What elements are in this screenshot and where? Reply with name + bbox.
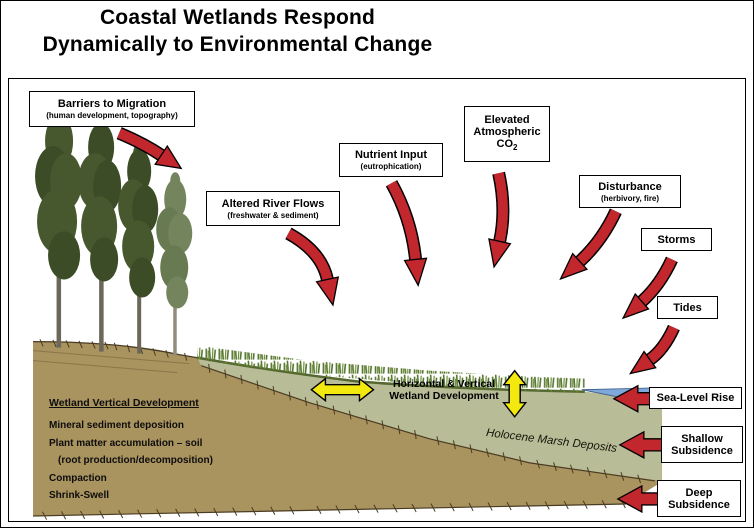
label-nutrient-input: Nutrient Input (eutrophication) [339,143,443,177]
title-line-1: Coastal Wetlands Respond [99,6,376,29]
soil-bottom-ticks [42,499,626,520]
tree-3 [118,143,159,354]
red-arrow-altered-river-flows [285,227,340,307]
red-arrow-nutrient-input [385,180,428,288]
tree-4 [156,172,193,356]
label-nutrient-subtitle: (eutrophication) [360,162,422,171]
surface-ticks [39,339,188,361]
red-arrow-barriers [116,127,183,170]
label-disturbance: Disturbance (herbivory, fire) [579,175,681,208]
wvd-item: Shrink-Swell [49,490,110,501]
hv-line2: Wetland Development [389,390,499,402]
red-arrow-storms [621,256,678,320]
label-altered-title: Altered River Flows [221,197,325,210]
label-shallow-line2: Subsidence [671,444,733,457]
tree-2 [78,116,122,352]
hv-line1: Horizontal & Vertical [392,378,496,390]
label-storms: Storms [641,228,712,251]
wvd-item: (root production/decomposition) [58,455,213,466]
title-line-2: Dynamically to Environmental Change [42,33,433,56]
label-barriers-subtitle: (human development, topography) [46,111,178,120]
label-shallow-subsidence: Shallow Subsidence [661,426,743,463]
yellow-arrow-vertical [502,369,528,418]
label-deep-line1: Deep [685,486,713,499]
wvd-item: Plant matter accumulation – soil [49,437,203,449]
wvd-item: Mineral sediment deposition [49,420,185,431]
red-arrow-disturbance [559,208,622,281]
label-elevated-co2: Elevated Atmospheric CO2 [464,106,550,162]
label-sea-level-rise: Sea-Level Rise [649,387,742,409]
yellow-arrow-horizontal [310,377,375,403]
label-tides: Tides [657,296,718,319]
label-deep-subsidence: Deep Subsidence [657,480,741,517]
label-disturbance-title: Disturbance [598,180,662,193]
wetland-diagram: Barriers to Migration (human development… [8,78,746,522]
annotation-wetland-vertical-development: Wetland Vertical Development Mineral sed… [49,397,261,505]
red-arrow-deep-subsidence [616,484,661,514]
wvd-heading: Wetland Vertical Development [49,397,199,409]
label-barriers-title: Barriers to Migration [57,98,167,110]
label-co2-line1: Elevated [484,113,530,126]
annotation-horizontal-vertical-development: Horizontal & Vertical Wetland Developmen… [375,378,513,402]
label-co2-line3: CO2 [496,137,518,153]
label-tides-title: Tides [673,301,702,314]
red-arrow-tides [628,324,680,375]
label-sea-level-title: Sea-Level Rise [656,392,735,404]
label-storms-title: Storms [657,233,696,246]
red-arrow-shallow-subsidence [618,430,665,459]
label-disturbance-subtitle: (herbivory, fire) [600,193,660,203]
label-co2-line2: Atmospheric [473,125,541,138]
label-barriers-to-migration: Barriers to Migration (human development… [29,91,195,127]
landscape-svg [32,109,680,520]
label-altered-river-flows: Altered River Flows (freshwater & sedime… [206,191,340,226]
wvd-item: Compaction [49,472,107,484]
label-deep-line2: Subsidence [668,498,730,511]
tree-1 [35,109,83,348]
label-altered-subtitle: (freshwater & sediment) [227,210,319,220]
page-title: Coastal Wetlands Respond Dynamically to … [5,4,470,58]
marsh-bottom-ticks [208,363,642,484]
label-shallow-line1: Shallow [681,432,723,445]
label-nutrient-title: Nutrient Input [354,149,428,161]
red-arrow-elevated-co2 [488,171,512,269]
